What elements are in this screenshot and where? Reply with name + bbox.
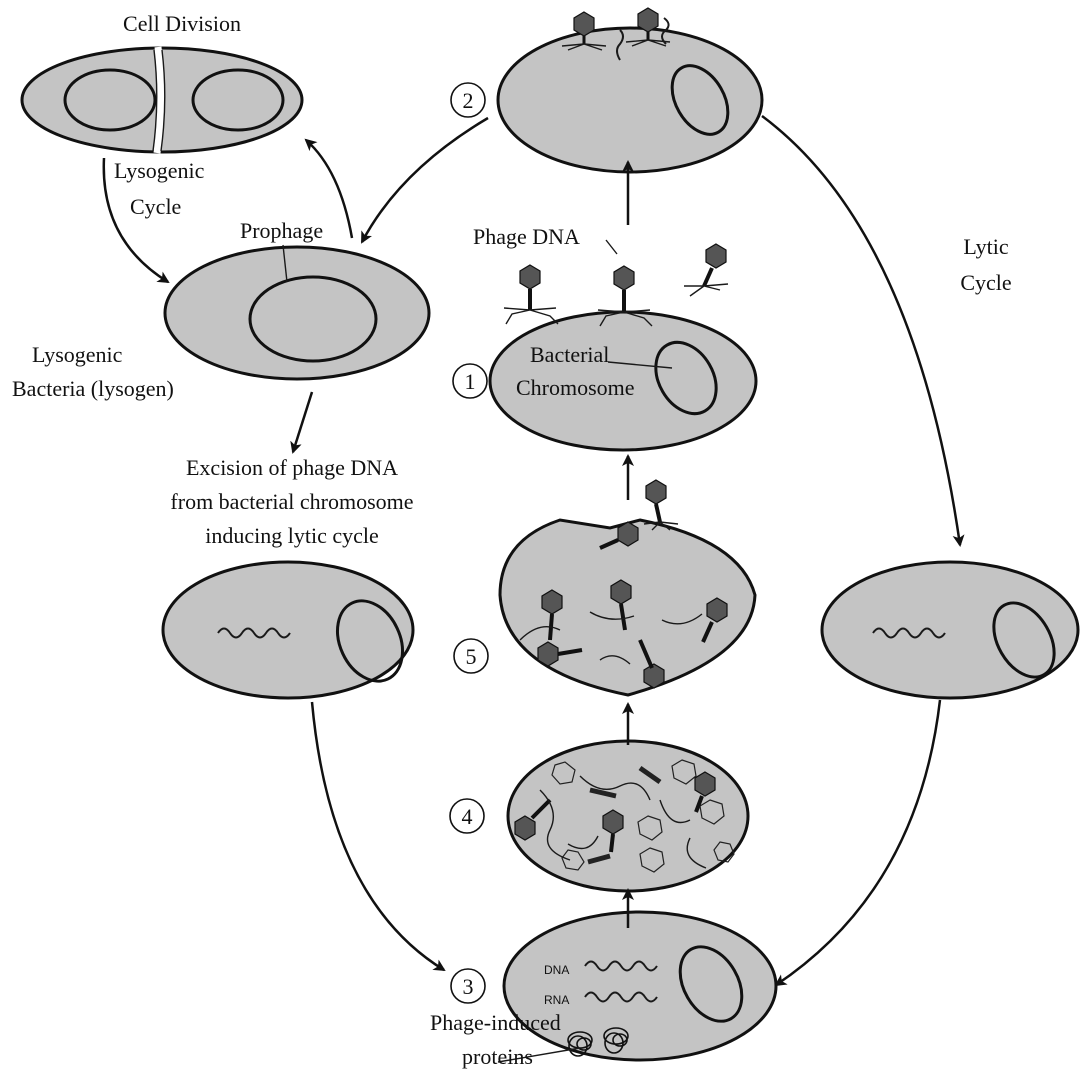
- bacteriophage-icon: [684, 244, 728, 296]
- cell-division-label: Cell Division: [123, 11, 241, 36]
- svg-text:3: 3: [463, 974, 474, 999]
- excision-label-1: Excision of phage DNA: [186, 455, 398, 480]
- svg-text:4: 4: [462, 804, 473, 829]
- lytic-cycle-label-1: Lytic: [963, 234, 1008, 259]
- step-5-marker: 5: [454, 639, 488, 673]
- lysogen-cell: [165, 245, 429, 379]
- step-3-marker: 3: [451, 969, 485, 1003]
- dividing-cell: [22, 47, 302, 153]
- cell-step-5: [500, 480, 755, 695]
- induced-cell: [163, 562, 415, 698]
- excision-label-3: inducing lytic cycle: [205, 523, 379, 548]
- lytic-cycle-label-2: Cycle: [960, 270, 1011, 295]
- svg-text:5: 5: [466, 644, 477, 669]
- rna-label: RNA: [544, 993, 569, 1007]
- lytic-cell: [822, 562, 1078, 698]
- bacterial-chromosome-label-2: Chromosome: [516, 375, 635, 400]
- cell-step-2: [498, 8, 762, 172]
- prophage-label: Prophage: [240, 218, 323, 243]
- lysogen-label-1: Lysogenic: [32, 342, 123, 367]
- arrow-2-to-lytic: [762, 116, 960, 545]
- lysogenic-cycle-label-1: Lysogenic: [114, 158, 205, 183]
- cell-step-4: [508, 741, 748, 891]
- arrow-2-to-lysogen: [362, 118, 488, 242]
- svg-text:1: 1: [465, 369, 476, 394]
- step-1-marker: 1: [453, 364, 487, 398]
- lysogen-label-2: Bacteria (lysogen): [12, 376, 174, 401]
- cell-step-3: [498, 912, 776, 1062]
- bacteriophage-icon: [504, 265, 558, 324]
- arrow-lysogen-to-excision: [293, 392, 312, 452]
- bacterial-chromosome-label-1: Bacterial: [530, 342, 609, 367]
- phage-proteins-label-1: Phage-induced: [430, 1010, 561, 1035]
- step-4-marker: 4: [450, 799, 484, 833]
- arrow-induced-to-3: [312, 702, 444, 970]
- dna-label: DNA: [544, 963, 569, 977]
- phage-dna-label: Phage DNA: [473, 224, 580, 249]
- phage-proteins-label-2: proteins: [462, 1044, 533, 1069]
- svg-text:2: 2: [463, 88, 474, 113]
- step-2-marker: 2: [451, 83, 485, 117]
- excision-label-2: from bacterial chromosome: [170, 489, 413, 514]
- lysogenic-cycle-label-2: Cycle: [130, 194, 181, 219]
- arrow-lytic-to-3: [776, 700, 940, 985]
